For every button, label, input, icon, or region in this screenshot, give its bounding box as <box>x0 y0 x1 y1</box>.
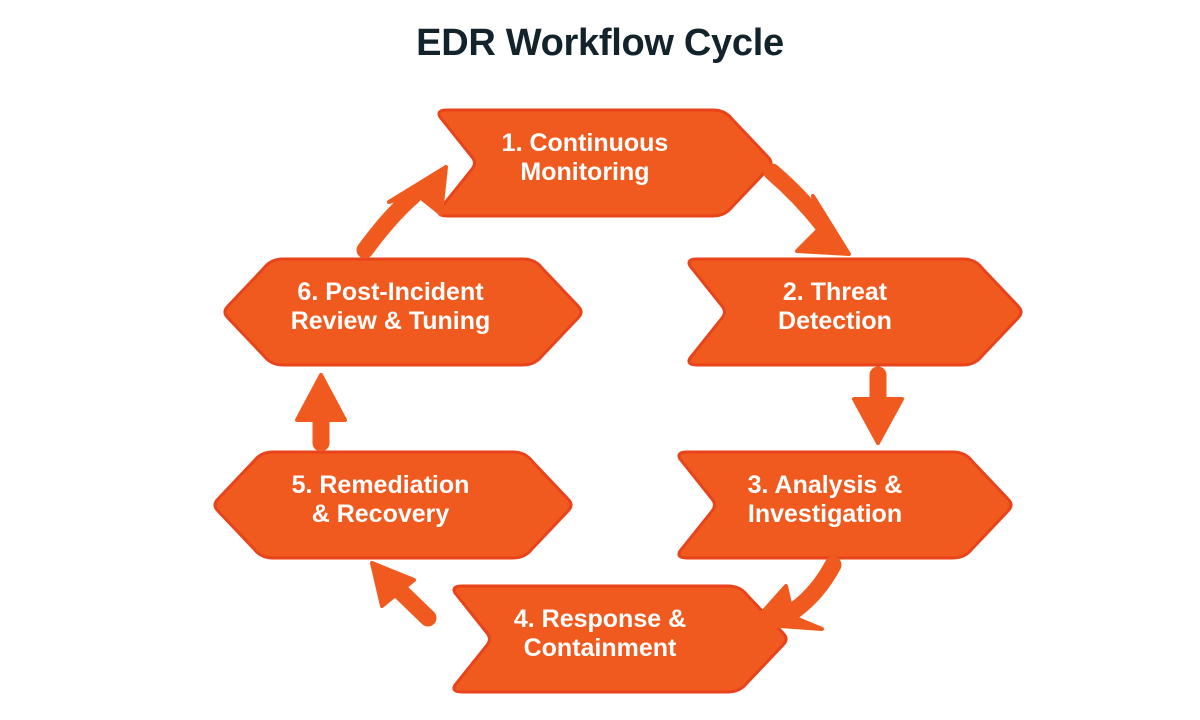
step-shape-2[interactable] <box>687 257 1023 367</box>
step-shape-3[interactable] <box>677 450 1013 560</box>
connector-2-3 <box>852 366 904 445</box>
step-shape-4[interactable] <box>452 584 788 694</box>
connector-4-5 <box>370 561 437 627</box>
page-title: EDR Workflow Cycle <box>416 22 784 64</box>
connector-6-1 <box>356 165 448 259</box>
step-shape-5[interactable] <box>213 450 573 560</box>
connector-3-4 <box>750 556 842 631</box>
step-shape-6[interactable] <box>223 257 583 367</box>
step-shape-1[interactable] <box>437 108 773 218</box>
connector-1-2 <box>763 163 851 256</box>
connector-5-6 <box>295 373 347 452</box>
